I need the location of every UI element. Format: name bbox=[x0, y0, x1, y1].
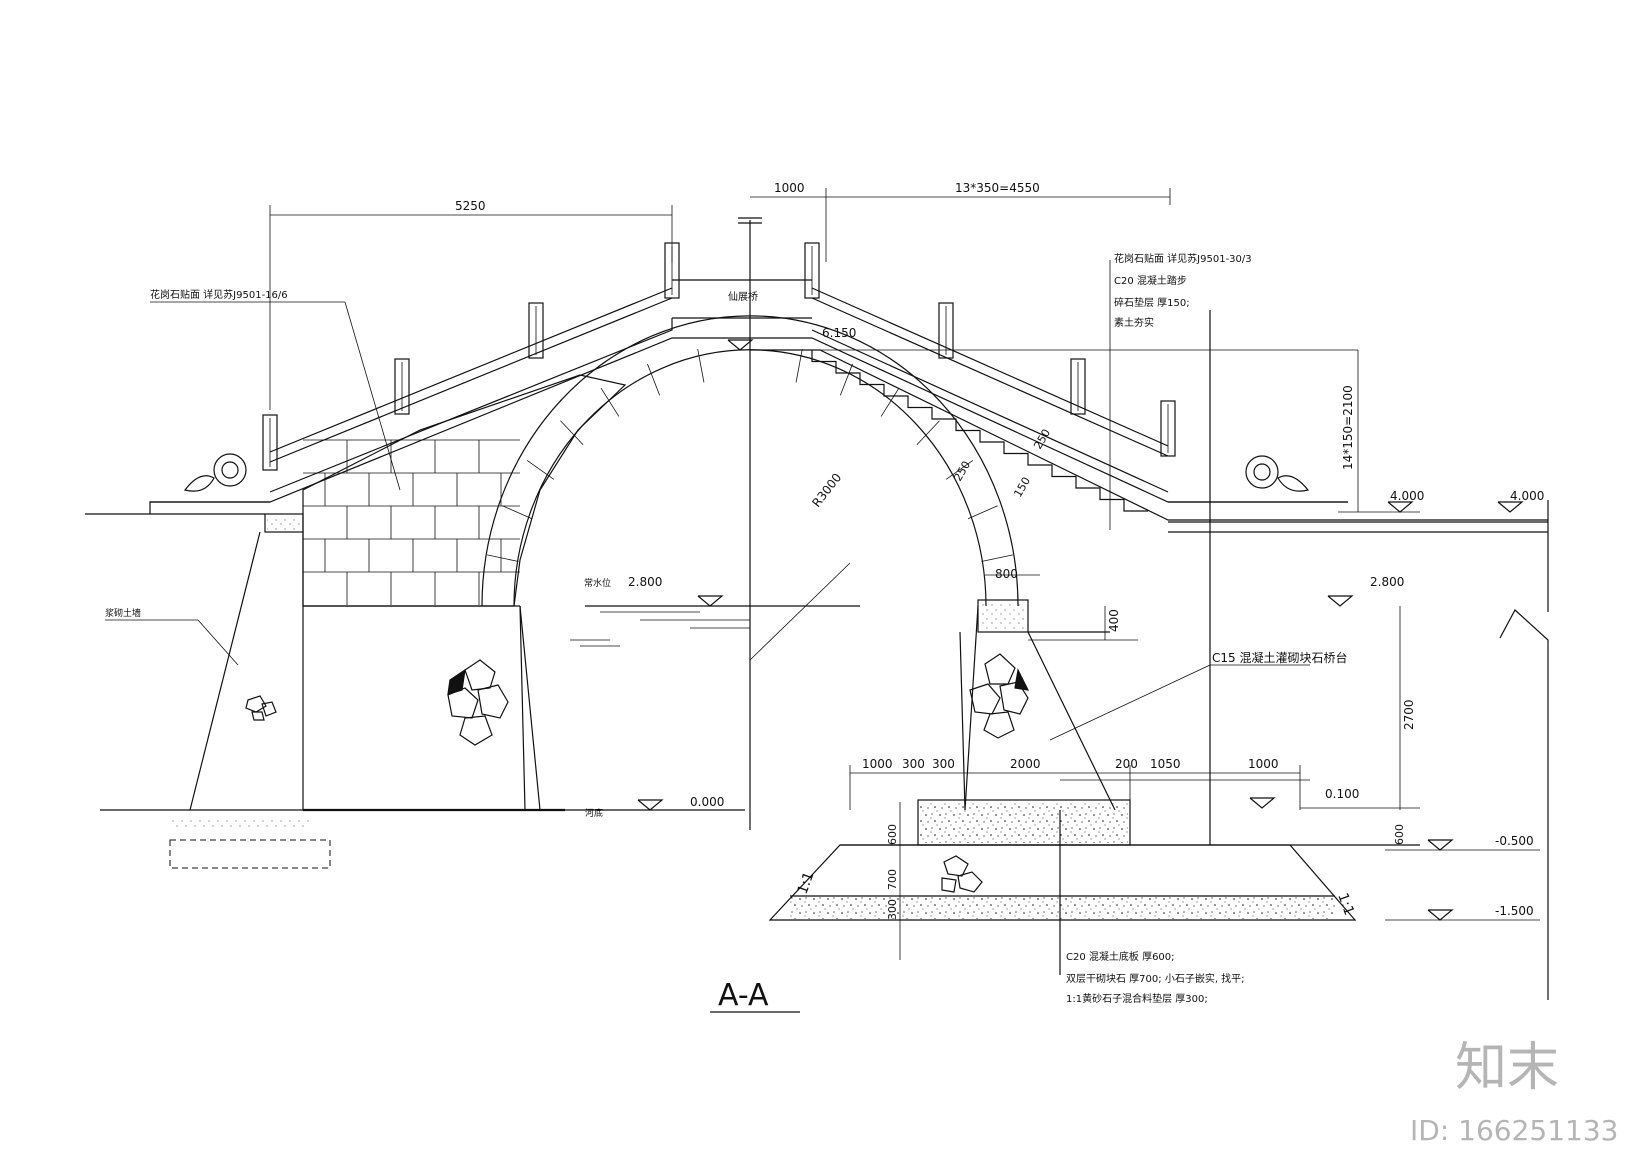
left-note: 花岗石贴面 详见苏J9501-16/6 bbox=[150, 288, 288, 301]
right-steps bbox=[750, 349, 1548, 521]
rubble-stones bbox=[245, 653, 1030, 893]
ground-lines bbox=[85, 500, 1549, 1000]
watermark-brand: 知末 bbox=[1455, 1038, 1559, 1098]
dim-b300a: 300 bbox=[902, 757, 925, 771]
deck-and-railing bbox=[149, 242, 1348, 514]
water-surface bbox=[570, 605, 860, 647]
watermark-id: ID: 166251133 bbox=[1410, 1114, 1618, 1147]
slope-right: 1:1 bbox=[1334, 891, 1357, 918]
dim-b1000a: 1000 bbox=[862, 757, 893, 771]
dim-b200: 200 bbox=[1115, 757, 1138, 771]
level-found-top: 0.100 bbox=[1325, 787, 1359, 801]
section-title: A-A bbox=[718, 978, 769, 1013]
dim-rise: 14*150=2100 bbox=[1341, 385, 1355, 470]
dim-b1000b: 1000 bbox=[1248, 757, 1279, 771]
dim-span-left: 5250 bbox=[455, 199, 486, 213]
masonry-blocks bbox=[302, 374, 627, 607]
foundation-note-3: 1:1黄砂石子混合料垫层 厚300; bbox=[1066, 992, 1208, 1005]
right-pier bbox=[959, 599, 1116, 811]
dim-v300: 300 bbox=[886, 899, 899, 920]
dim-400: 400 bbox=[1107, 609, 1121, 632]
right-note-1: 花岗石贴面 详见苏J9501-30/3 bbox=[1114, 252, 1252, 265]
retaining-note: 浆砌土墙 bbox=[105, 607, 141, 619]
dim-b1050: 1050 bbox=[1150, 757, 1181, 771]
dim-150: 150 bbox=[1011, 475, 1033, 500]
dim-v600a: 600 bbox=[886, 824, 899, 845]
foundation-note-1: C20 混凝土底板 厚600; bbox=[1066, 950, 1175, 963]
right-note-2: C20 混凝土踏步 bbox=[1114, 274, 1187, 287]
level-minus05: -0.500 bbox=[1495, 834, 1534, 848]
left-abutment bbox=[189, 513, 565, 812]
foundation bbox=[768, 310, 1420, 975]
dim-top-1000: 1000 bbox=[774, 181, 805, 195]
right-note-4: 素土夯实 bbox=[1114, 316, 1154, 329]
center-line bbox=[738, 217, 762, 830]
level-water: 2.800 bbox=[628, 575, 662, 589]
dim-2700: 2700 bbox=[1402, 699, 1416, 730]
dim-v700: 700 bbox=[886, 869, 899, 890]
level-markers bbox=[637, 339, 1524, 921]
dim-b300b: 300 bbox=[932, 757, 955, 771]
dimension-lines bbox=[105, 188, 1540, 960]
water-label: 常水位 bbox=[584, 577, 611, 589]
level-deck-right: 4.000 bbox=[1390, 489, 1424, 503]
dim-v600b: 600 bbox=[1393, 824, 1406, 845]
foundation-note-2: 双层干砌块石 厚700; 小石子嵌实, 找平; bbox=[1066, 972, 1245, 985]
dim-steps: 13*350=4550 bbox=[955, 181, 1040, 195]
watermark: 知末 ID: 166251133 bbox=[1410, 1038, 1618, 1147]
level-bed: 0.000 bbox=[690, 795, 724, 809]
slope-left: 1:1 bbox=[795, 870, 818, 897]
pier-note: C15 混凝土灌砌块石桥台 bbox=[1212, 650, 1347, 665]
dim-800: 800 bbox=[995, 567, 1018, 581]
dim-radius: R3000 bbox=[809, 471, 844, 510]
right-note-3: 碎石垫层 厚150; bbox=[1114, 296, 1190, 309]
level-deck-right2: 4.000 bbox=[1510, 489, 1544, 503]
bridge-name: 仙展桥 bbox=[728, 290, 758, 303]
dim-b2000: 2000 bbox=[1010, 757, 1041, 771]
level-minus15: -1.500 bbox=[1495, 904, 1534, 918]
bed-label: 河底 bbox=[585, 807, 603, 819]
level-water-right: 2.800 bbox=[1370, 575, 1404, 589]
level-top: 6.150 bbox=[822, 326, 856, 340]
